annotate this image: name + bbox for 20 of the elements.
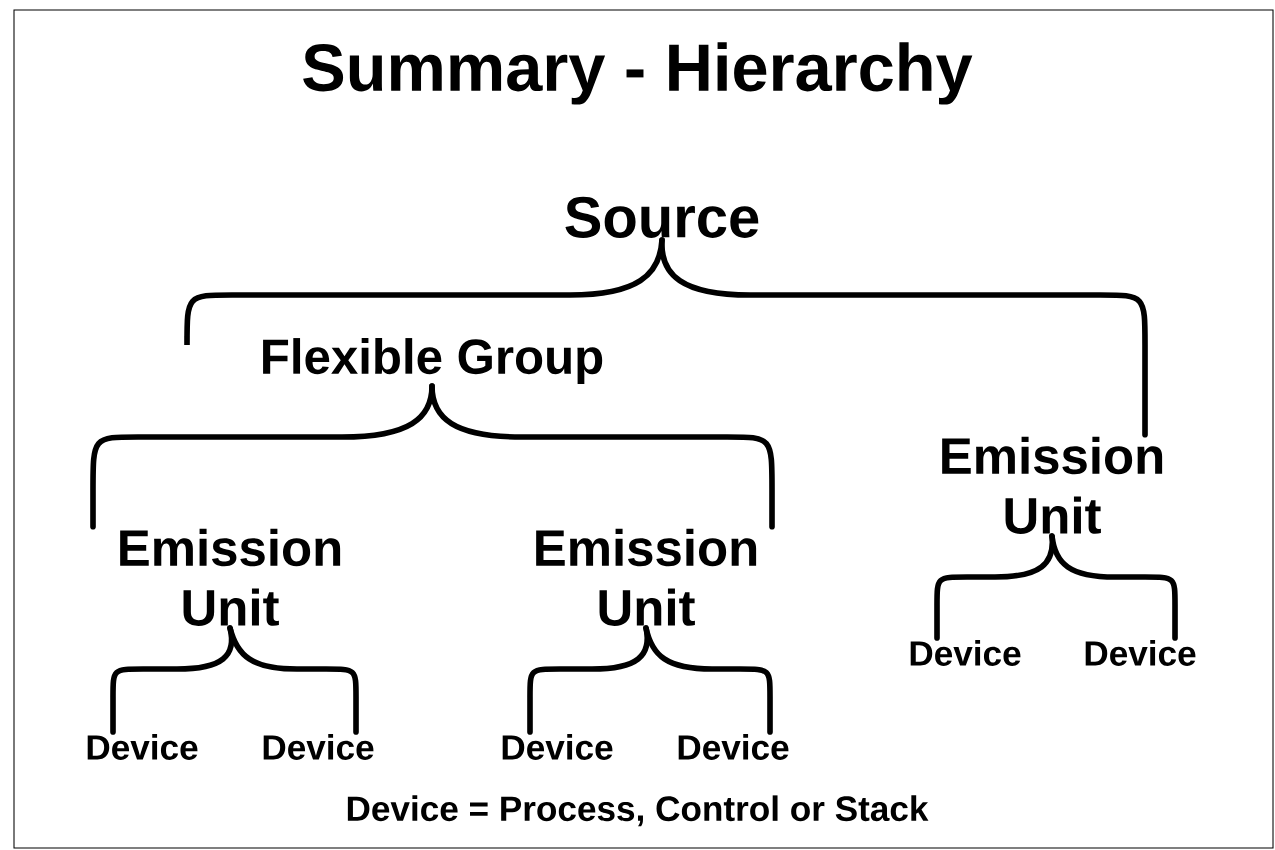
unit-label: Emission Unit [120, 528, 341, 626]
brace-connector [527, 625, 650, 735]
source-label: Source [565, 196, 759, 238]
device-label: Device [1085, 640, 1196, 666]
device-label: Device [910, 640, 1021, 666]
unit-label: Emission Unit [942, 436, 1163, 534]
device-label: Device [502, 734, 613, 760]
device-label: Device [87, 734, 198, 760]
brace-connector [429, 383, 775, 530]
brace-connector [227, 625, 359, 735]
brace-connector [659, 237, 1148, 438]
group-label: Flexible Group [263, 338, 603, 384]
brace-connector [643, 625, 773, 735]
brace-connector [1049, 533, 1178, 641]
title: Summary - Hierarchy [303, 42, 973, 105]
device-label: Device [678, 734, 789, 760]
note-text: Device = Process, Control or Stack [347, 795, 929, 827]
unit-label: Emission Unit [536, 528, 757, 626]
device-label: Device [263, 734, 374, 760]
brace-connector [110, 625, 235, 735]
